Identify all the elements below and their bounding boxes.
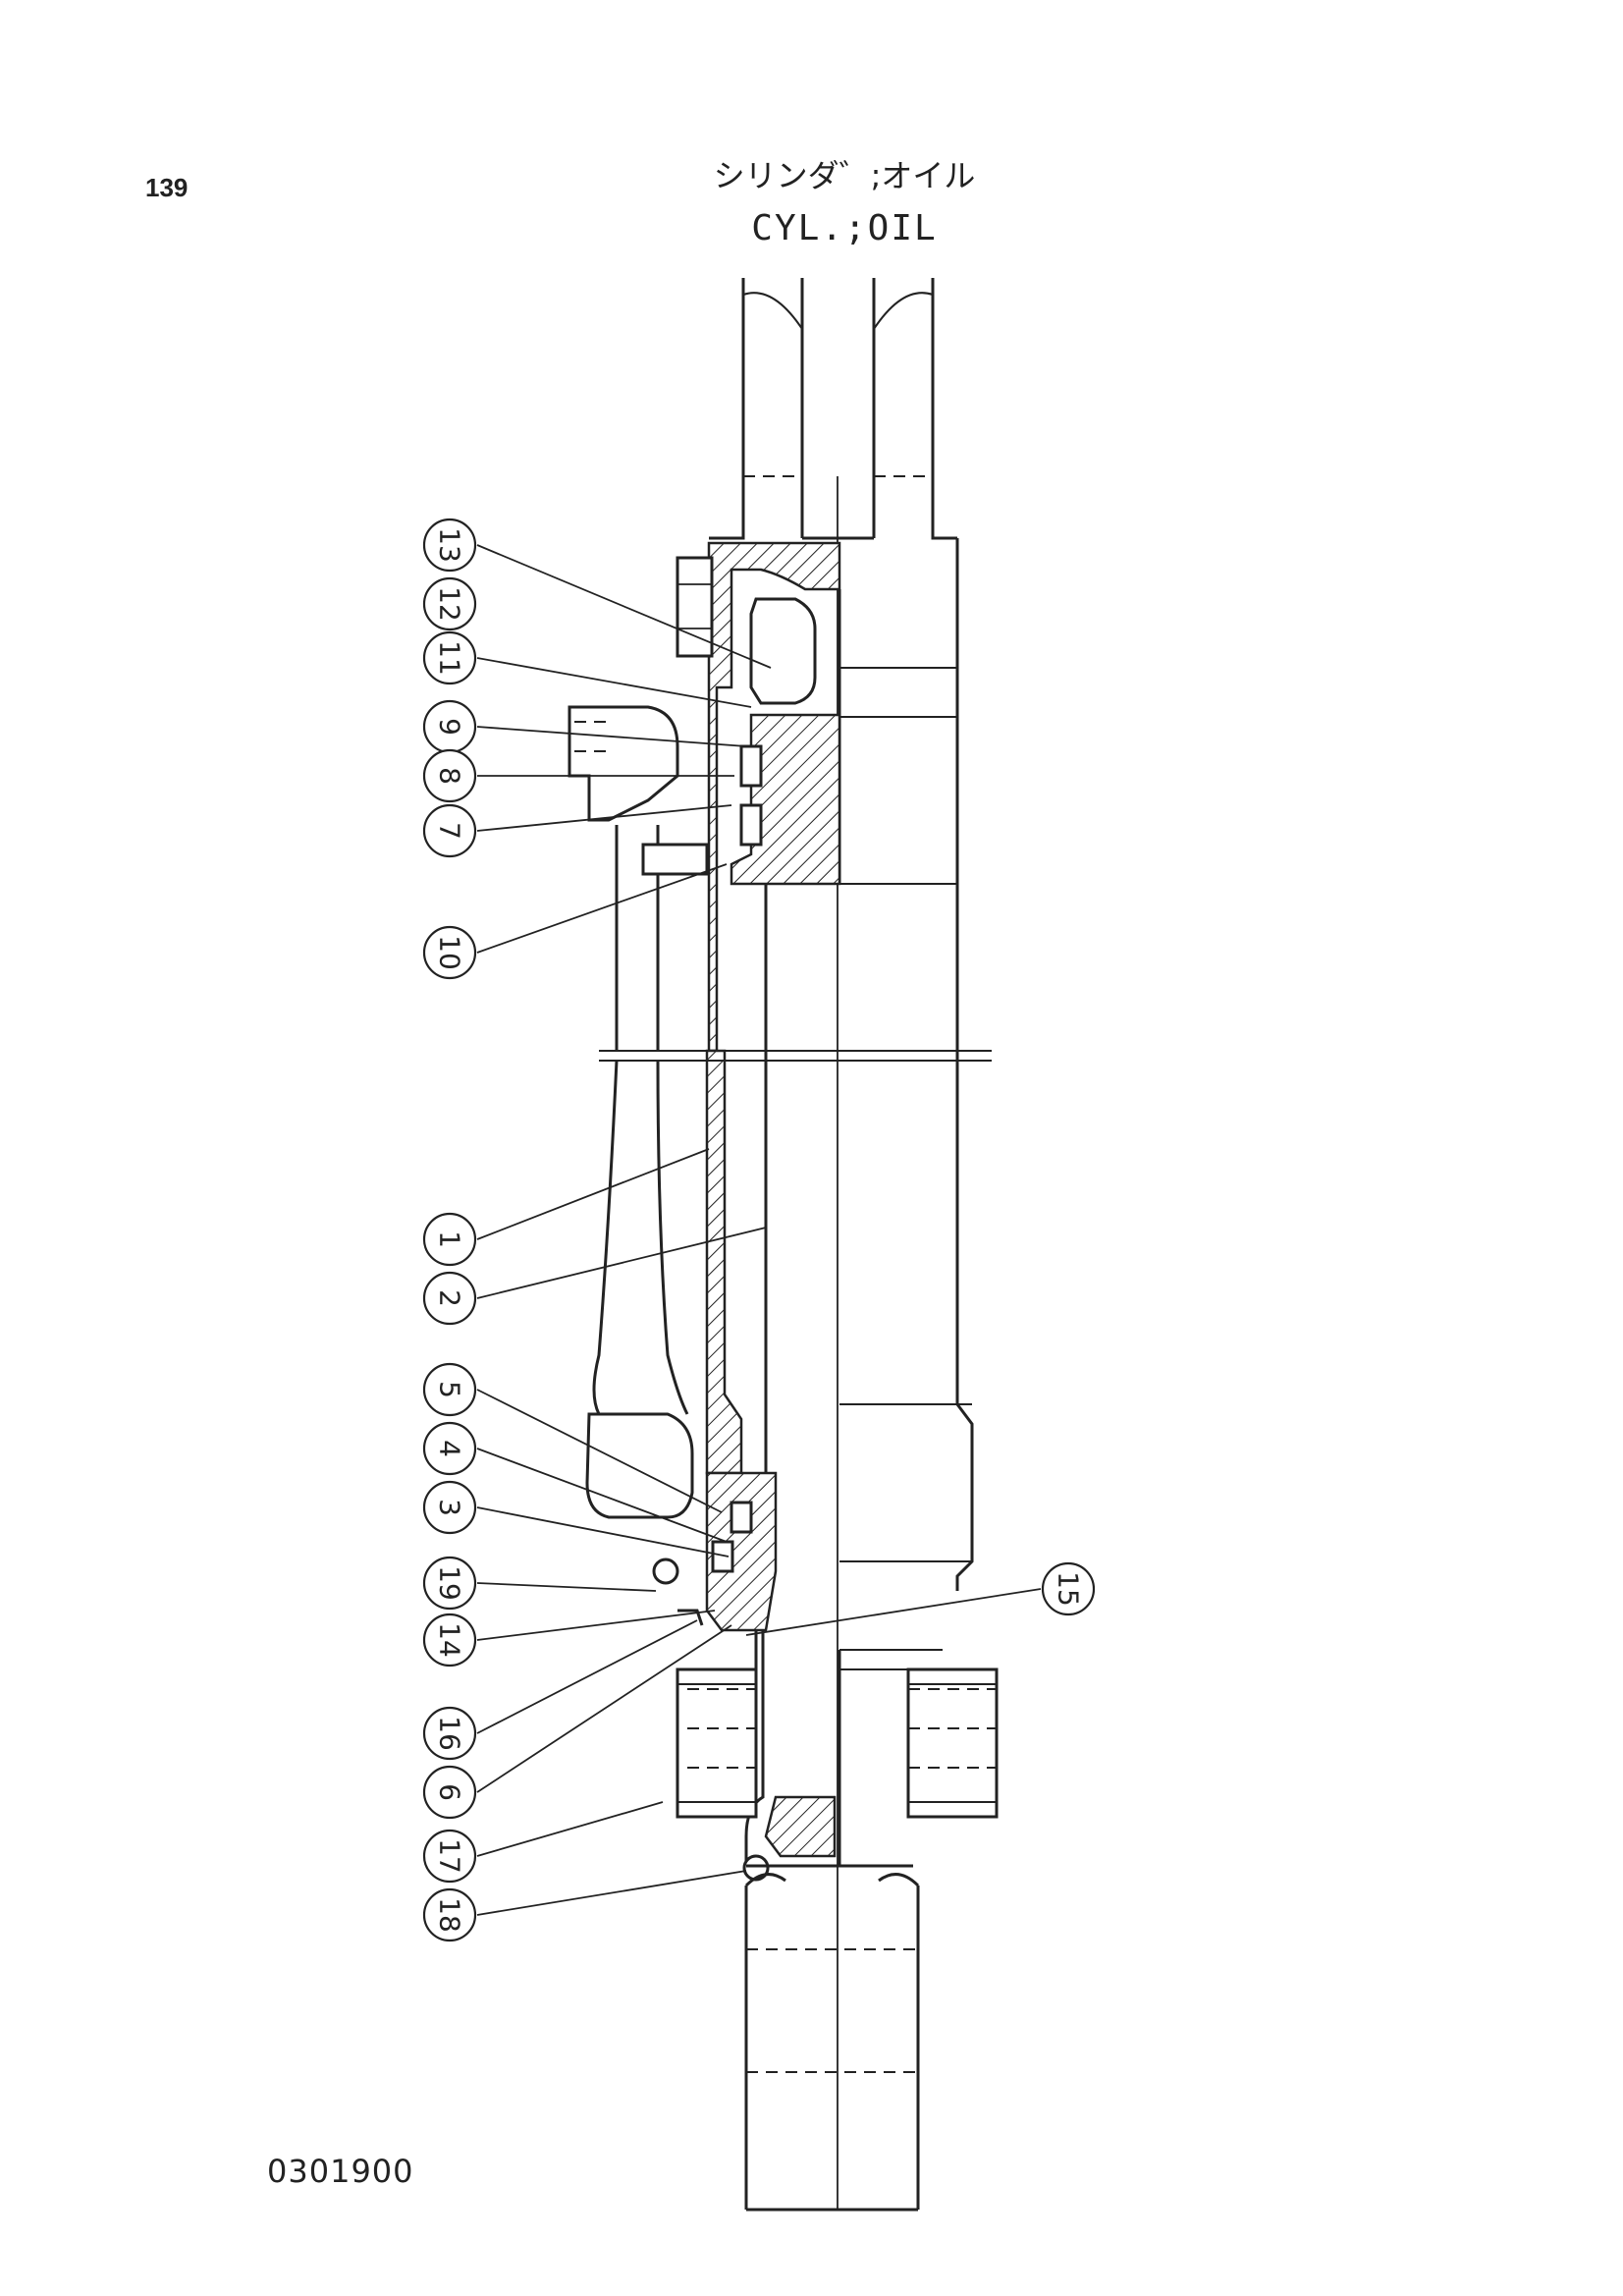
callout-6: 6 [422,1765,477,1820]
callout-19-label: 19 [434,1565,466,1601]
callout-17: 17 [422,1829,477,1884]
rod-guide-bottom [652,1471,778,1632]
callout-13: 13 [422,518,477,573]
rod-end-clevis [709,278,957,540]
callout-2: 2 [422,1271,477,1326]
callout-8-label: 8 [434,767,466,785]
callout-8: 8 [422,748,477,803]
callout-14: 14 [422,1613,477,1667]
callout-18: 18 [422,1887,477,1942]
callout-16-label: 16 [434,1716,466,1751]
callout-6-label: 6 [434,1783,466,1801]
callout-14-label: 14 [434,1622,466,1658]
callout-16: 16 [422,1706,477,1761]
page-number: 139 [145,173,189,202]
callout-leaders [476,544,1042,1916]
callout-19: 19 [422,1556,477,1611]
title-japanese: シリンダ゛;オイル [713,157,976,194]
oil-pipe [568,705,709,1519]
callout-11-label: 11 [434,640,466,676]
callout-13-label: 13 [434,527,466,563]
callout-18-label: 18 [434,1897,466,1933]
callout-2-label: 2 [434,1289,466,1307]
callout-17-label: 17 [434,1838,466,1874]
callout-10: 10 [422,925,477,980]
title-english: CYL.;OIL [751,208,938,248]
callout-1: 1 [422,1212,477,1267]
callout-markers: 13 12 11 9 8 7 [422,518,1096,1942]
callout-7: 7 [422,803,477,858]
cylinder-head [676,541,957,1053]
callout-10-label: 10 [434,935,466,970]
callout-4: 4 [422,1421,477,1476]
callout-1-label: 1 [434,1230,466,1248]
drawing-code: 0301900 [267,2153,414,2190]
piston-rod-lower [676,1630,999,2212]
callout-9-label: 9 [434,718,466,736]
callout-9: 9 [422,699,477,754]
callout-15: 15 [1041,1561,1096,1616]
callout-12-label: 12 [434,586,466,622]
callout-5: 5 [422,1362,477,1417]
callout-4-label: 4 [434,1440,466,1457]
callout-3-label: 3 [434,1499,466,1516]
callout-3: 3 [422,1480,477,1535]
callout-11: 11 [422,630,477,685]
callout-12: 12 [422,576,477,631]
callout-7-label: 7 [434,822,466,840]
callout-15-label: 15 [1053,1571,1085,1607]
callout-5-label: 5 [434,1381,466,1398]
